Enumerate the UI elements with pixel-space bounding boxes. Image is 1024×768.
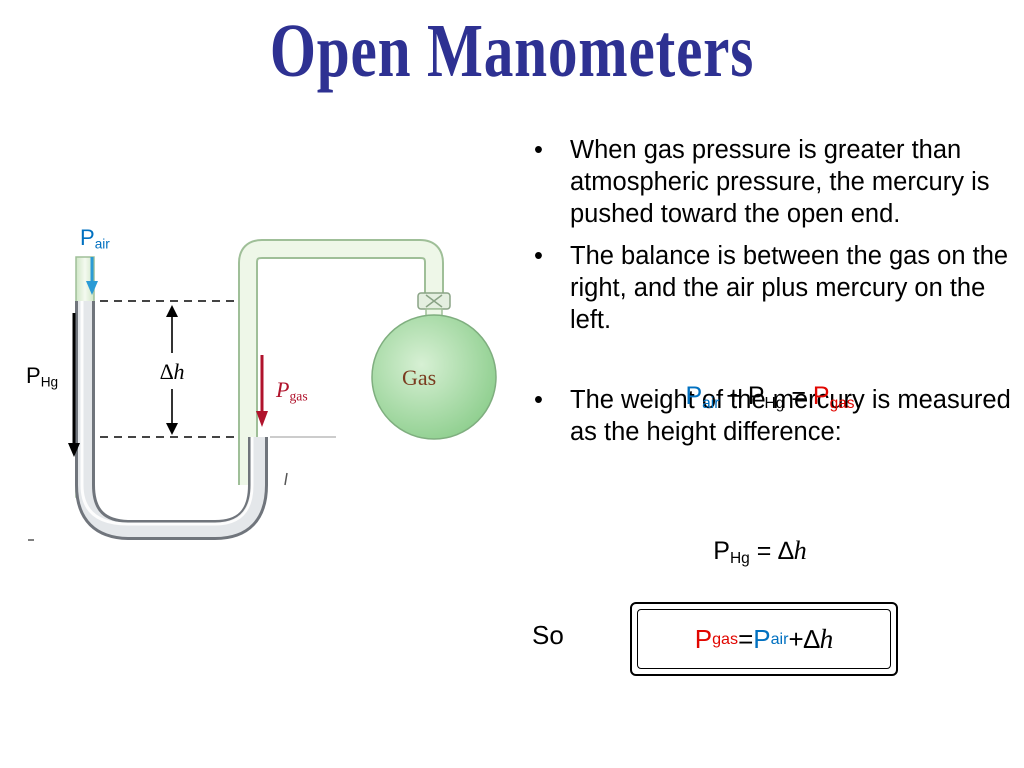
manometer-illustration bbox=[28, 239, 497, 541]
delta-h-label: ∆h bbox=[160, 359, 185, 384]
slide-title: Open Manometers bbox=[269, 9, 755, 93]
bullet-text: When gas pressure is greater than atmosp… bbox=[570, 136, 990, 228]
bullet-item: • The balance is between the gas on the … bbox=[530, 240, 1020, 336]
bullet-marker: • bbox=[534, 386, 543, 414]
bullet-list: • When gas pressure is greater than atmo… bbox=[530, 134, 1020, 458]
mercury-height-equation: PHg = ∆h bbox=[713, 536, 807, 567]
bullet-marker: • bbox=[534, 136, 543, 164]
mercury-column bbox=[78, 301, 265, 537]
bullet-text: The balance is between the gas on the ri… bbox=[570, 242, 1009, 334]
bullet-marker: • bbox=[534, 242, 543, 270]
p-gas-label: Pgas bbox=[276, 377, 308, 404]
p-air-label: Pair bbox=[80, 225, 110, 252]
bullet-item: • The weight of the mercury is measured … bbox=[530, 384, 1020, 448]
bullet-text: The weight of the mercury is measured as… bbox=[570, 386, 1011, 446]
p-hg-label: PHg bbox=[26, 363, 59, 390]
flask-gas-label: Gas bbox=[402, 365, 437, 390]
bullet-item: • When gas pressure is greater than atmo… bbox=[530, 134, 1020, 230]
so-label: So bbox=[532, 620, 564, 650]
balance-equation: Pair + PHg = Pgas bbox=[685, 382, 855, 412]
manometer-diagram: Pair PHg ∆h Pgas Gas bbox=[0, 185, 520, 560]
gas-flask bbox=[371, 314, 497, 440]
connector-tube bbox=[240, 241, 442, 485]
